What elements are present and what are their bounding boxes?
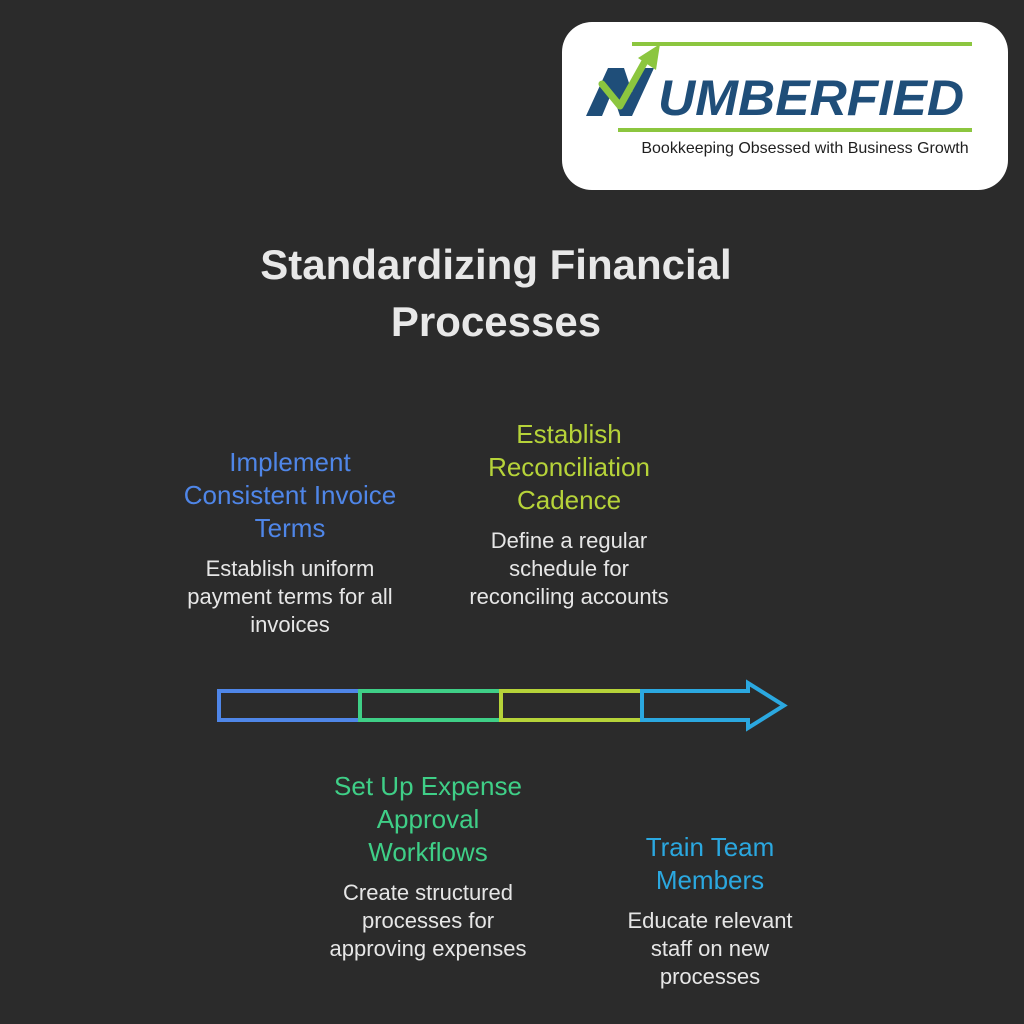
step-description: Establish uniform payment terms for all …: [187, 556, 393, 637]
page-title: Standardizing Financial Processes: [260, 241, 732, 345]
step-reconciliation-cadence: Establish Reconciliation Cadence Define …: [462, 418, 676, 611]
step-train-team: Train Team Members Educate relevant staf…: [610, 831, 810, 991]
timeline-arrow: [217, 679, 788, 732]
logo-card: UMBERFIED Bookkeeping Obsessed with Busi…: [562, 22, 1008, 190]
timeline-arrowhead: [640, 679, 788, 732]
numberfied-logo: UMBERFIED: [586, 42, 972, 132]
step-title: Implement Consistent Invoice Terms: [183, 447, 397, 543]
brand-name: UMBERFIED: [658, 70, 964, 126]
growth-arrowhead-icon: [638, 44, 660, 70]
timeline-segment-1: [217, 689, 362, 722]
timeline-segment-3: [499, 689, 644, 722]
step-invoice-terms: Implement Consistent Invoice Terms Estab…: [180, 446, 400, 639]
logo-tagline: Bookkeeping Obsessed with Business Growt…: [641, 140, 969, 157]
growth-arrow-icon: [598, 52, 652, 110]
step-expense-approval: Set Up Expense Approval Workflows Create…: [318, 770, 538, 963]
step-title: Set Up Expense Approval Workflows: [334, 771, 522, 867]
step-description: Educate relevant staff on new processes: [627, 908, 793, 989]
step-title: Train Team Members: [645, 832, 775, 895]
step-description: Define a regular schedule for reconcilin…: [469, 528, 669, 609]
timeline-segment-2: [358, 689, 503, 722]
step-title: Establish Reconciliation Cadence: [488, 419, 650, 515]
step-description: Create structured processes for approvin…: [329, 880, 527, 961]
